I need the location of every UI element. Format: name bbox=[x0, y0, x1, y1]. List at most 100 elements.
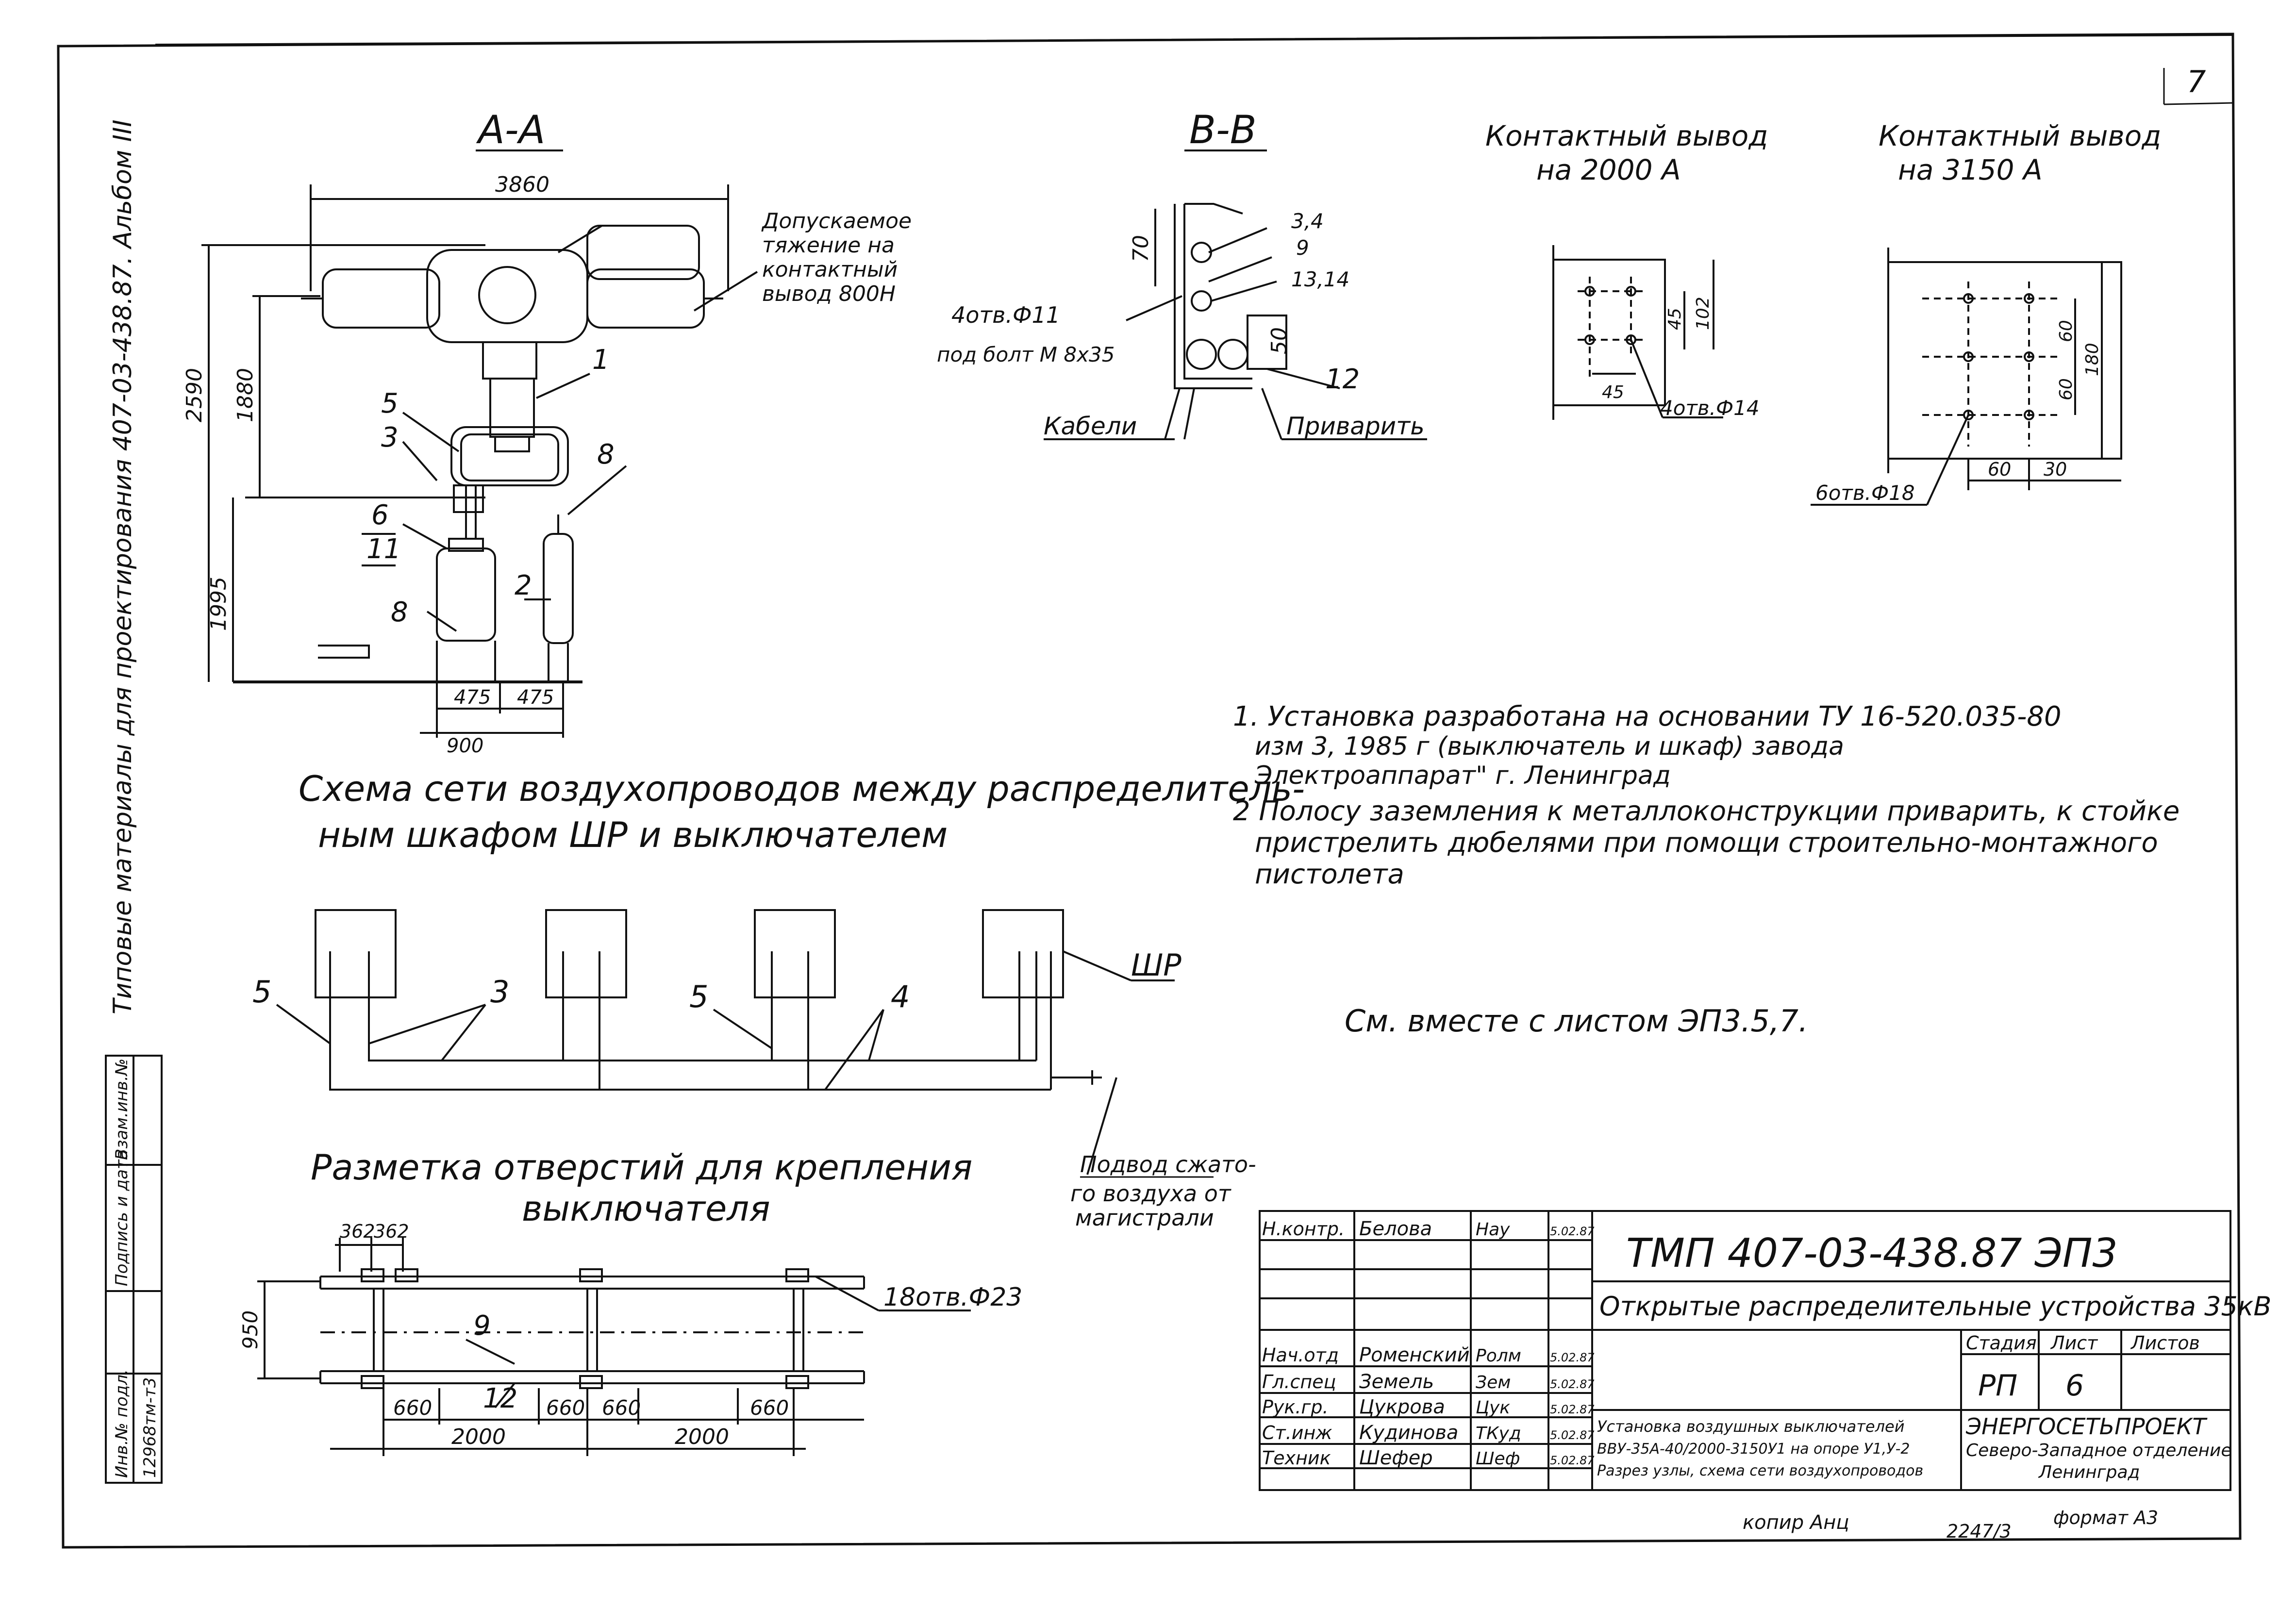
section-aa: А-А bbox=[182, 107, 912, 757]
dim-60-h: 60 bbox=[1988, 459, 2011, 480]
name-8: Шефер bbox=[1359, 1447, 1433, 1469]
dim-102: 102 bbox=[1693, 297, 1713, 330]
sheet-frame bbox=[57, 33, 2242, 1549]
callout-2: 2 bbox=[515, 570, 532, 601]
dim-2000-a: 2000 bbox=[451, 1425, 506, 1449]
stage-value: РП bbox=[1978, 1369, 2017, 1403]
role-7: Ст.инж bbox=[1262, 1422, 1332, 1443]
weld-label: Приварить bbox=[1286, 412, 1425, 440]
contact-2000-title-2: на 2000 А bbox=[1536, 153, 1681, 186]
dim-3860: 3860 bbox=[495, 172, 549, 197]
sheets-header: Листов bbox=[2130, 1332, 2200, 1354]
role-5: Гл.спец bbox=[1262, 1371, 1336, 1392]
contact-2000: Контактный вывод на 2000 А 45 45 102 4от… bbox=[1485, 119, 1768, 420]
dim-660-c: 660 bbox=[602, 1396, 641, 1420]
dim-180: 180 bbox=[2082, 343, 2102, 376]
air-scheme: Схема сети воздухопроводов между распред… bbox=[252, 768, 1305, 1231]
air-scheme-lines bbox=[276, 909, 1175, 1175]
sign-6: Цук bbox=[1476, 1398, 1510, 1418]
sign-8: Шеф bbox=[1476, 1449, 1520, 1469]
drawing-title-2: ВВУ-35А-40/2000-3150У1 на опоре У1,У-2 bbox=[1597, 1441, 1910, 1458]
callout-12-layout: 12 bbox=[483, 1383, 517, 1414]
callout-3: 3 bbox=[381, 422, 399, 453]
dim-362-a: 362 bbox=[340, 1221, 375, 1242]
note-2-line-2: пристрелить дюбелями при помощи строител… bbox=[1255, 827, 2158, 859]
hole-layout: Разметка отверстий для крепления выключа… bbox=[238, 1147, 1022, 1456]
tension-note-3: контактный bbox=[762, 257, 898, 282]
dim-362-b: 362 bbox=[374, 1221, 409, 1242]
org-division: Северо-Западное отделение bbox=[1966, 1441, 2232, 1460]
dim-1995: 1995 bbox=[206, 577, 231, 631]
dim-660-a: 660 bbox=[393, 1396, 432, 1420]
cables-label: Кабели bbox=[1044, 412, 1137, 440]
contact-2000-plate bbox=[1552, 245, 1723, 420]
callout-9-layout: 9 bbox=[473, 1310, 491, 1342]
org-name: ЭНЕРГОСЕТЬПРОЕКТ bbox=[1965, 1413, 2208, 1440]
dim-475-a: 475 bbox=[454, 686, 491, 709]
dim-660-b: 660 bbox=[546, 1396, 585, 1420]
pipe-label-5-a: 5 bbox=[252, 974, 271, 1010]
side-stamp-inventory: Инв.№ подл. bbox=[112, 1369, 132, 1478]
project-name: Открытые распределительные устройства 35… bbox=[1599, 1291, 2271, 1322]
date-8: 5.02.87 bbox=[1550, 1454, 1595, 1467]
air-supply-3: магистрали bbox=[1075, 1205, 1214, 1231]
role-4: Нач.отд bbox=[1262, 1344, 1339, 1366]
contact-3150: Контактный вывод на 3150 А 60 60 1 bbox=[1811, 119, 2161, 506]
cabinet-label: ШР bbox=[1131, 947, 1181, 983]
name-6: Цукрова bbox=[1359, 1396, 1445, 1418]
drawing-title-1: Установка воздушных выключателей bbox=[1597, 1417, 1905, 1436]
footer-format: формат А3 bbox=[2053, 1507, 2158, 1528]
name-0: Белова bbox=[1359, 1218, 1432, 1240]
holes-label-2000: 4отв.Ф14 bbox=[1660, 396, 1760, 420]
dim-70: 70 bbox=[1129, 235, 1153, 262]
sign-0: Нау bbox=[1476, 1220, 1510, 1240]
section-bb: В-В 70 50 3,4 9 13,14 bbox=[937, 107, 1427, 440]
date-7: 5.02.87 bbox=[1550, 1428, 1595, 1442]
date-6: 5.02.87 bbox=[1550, 1403, 1595, 1416]
dim-45-h: 45 bbox=[1602, 382, 1624, 402]
sign-4: Ролм bbox=[1476, 1346, 1521, 1366]
side-stamp-number: 12968тм-т3 bbox=[140, 1377, 160, 1478]
sign-5: Зем bbox=[1476, 1373, 1511, 1392]
name-7: Кудинова bbox=[1359, 1422, 1458, 1444]
callout-9: 9 bbox=[1296, 236, 1309, 260]
holes-label-3150: 6отв.Ф18 bbox=[1815, 481, 1915, 505]
sheet-number: 7 bbox=[2187, 64, 2206, 99]
callout-8-upper: 8 bbox=[597, 439, 615, 470]
tension-note-1: Допускаемое bbox=[761, 209, 912, 233]
role-6: Рук.гр. bbox=[1262, 1396, 1329, 1418]
dim-2590: 2590 bbox=[182, 368, 207, 422]
footer-copy: копир Анц bbox=[1743, 1511, 1849, 1534]
air-supply-1: Подвод сжато- bbox=[1080, 1151, 1256, 1177]
see-also: См. вместе с листом ЭП3.5,7. bbox=[1345, 1003, 1808, 1039]
section-bb-profile bbox=[1044, 203, 1427, 440]
dim-50: 50 bbox=[1267, 327, 1292, 354]
callout-5: 5 bbox=[381, 388, 399, 419]
dim-45-v: 45 bbox=[1665, 308, 1685, 330]
callout-1: 1 bbox=[592, 344, 610, 376]
side-label: Типовые материалы для проектирования 407… bbox=[108, 119, 137, 1014]
holes-label-layout: 18отв.Ф23 bbox=[883, 1283, 1022, 1312]
contact-3150-title-1: Контактный вывод bbox=[1879, 119, 2161, 152]
sheet-value: 6 bbox=[2065, 1369, 2084, 1403]
tension-note-2: тяжение на bbox=[762, 233, 895, 258]
dim-660-d: 660 bbox=[750, 1396, 789, 1420]
name-5: Земель bbox=[1359, 1371, 1434, 1393]
dim-60-v2: 60 bbox=[2056, 378, 2076, 400]
designation: ТМП 407-03-438.87 ЭП3 bbox=[1626, 1230, 2118, 1276]
callout-3-4: 3,4 bbox=[1291, 209, 1324, 233]
dim-2000-b: 2000 bbox=[675, 1425, 729, 1449]
dim-30-h: 30 bbox=[2044, 459, 2067, 480]
section-aa-title: А-А bbox=[476, 107, 545, 152]
role-0: Н.контр. bbox=[1262, 1218, 1345, 1240]
side-stamp: Взам.инв.№ Подпись и дата Инв.№ подл. 12… bbox=[105, 1055, 163, 1484]
callout-11: 11 bbox=[366, 533, 401, 565]
contact-3150-plate bbox=[1811, 248, 2122, 506]
date-0: 5.02.87 bbox=[1550, 1225, 1595, 1238]
general-notes: 1. Установка разработана на основании ТУ… bbox=[1233, 701, 2180, 1039]
footer-order: 2247/3 bbox=[1947, 1521, 2012, 1542]
pipe-label-3: 3 bbox=[490, 974, 509, 1010]
note-1-line-2: изм 3, 1985 г (выключатель и шкаф) завод… bbox=[1255, 732, 1844, 761]
drawing-title-3: Разрез узлы, схема сети воздухопроводов bbox=[1597, 1462, 1923, 1479]
